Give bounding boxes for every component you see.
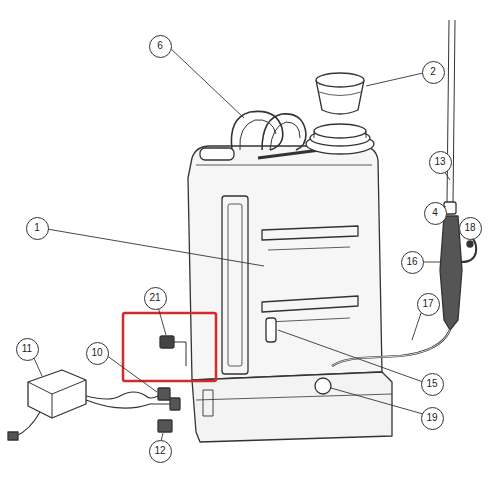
tank-slot xyxy=(262,296,358,312)
callout-number: 19 xyxy=(421,407,444,430)
callout-number: 13 xyxy=(429,151,452,174)
spray-wand xyxy=(447,20,455,202)
leader-line xyxy=(34,47,450,441)
highlight-box xyxy=(123,313,216,381)
switch xyxy=(266,318,276,342)
callout-number: 11 xyxy=(16,338,39,361)
callout-number: 21 xyxy=(144,287,167,310)
callout-number: 4 xyxy=(424,202,447,225)
hose xyxy=(332,330,450,366)
callout-number: 2 xyxy=(422,61,445,84)
drain-plug xyxy=(315,378,331,394)
front-panel xyxy=(222,196,248,374)
callout-number: 18 xyxy=(459,217,482,240)
plug xyxy=(158,388,170,400)
charge-port xyxy=(160,336,174,348)
tank-base xyxy=(192,372,392,442)
callout-number: 17 xyxy=(417,293,440,316)
callout-number: 12 xyxy=(149,440,172,463)
tank-slot xyxy=(262,226,358,240)
callout-number: 16 xyxy=(401,251,424,274)
callout-number: 1 xyxy=(26,217,49,240)
callout-number: 15 xyxy=(421,373,444,396)
callout-number: 10 xyxy=(86,342,109,365)
charger xyxy=(28,370,86,418)
battery-plug xyxy=(158,420,172,432)
spray-handle xyxy=(440,216,462,330)
callout-number: 6 xyxy=(149,35,172,58)
